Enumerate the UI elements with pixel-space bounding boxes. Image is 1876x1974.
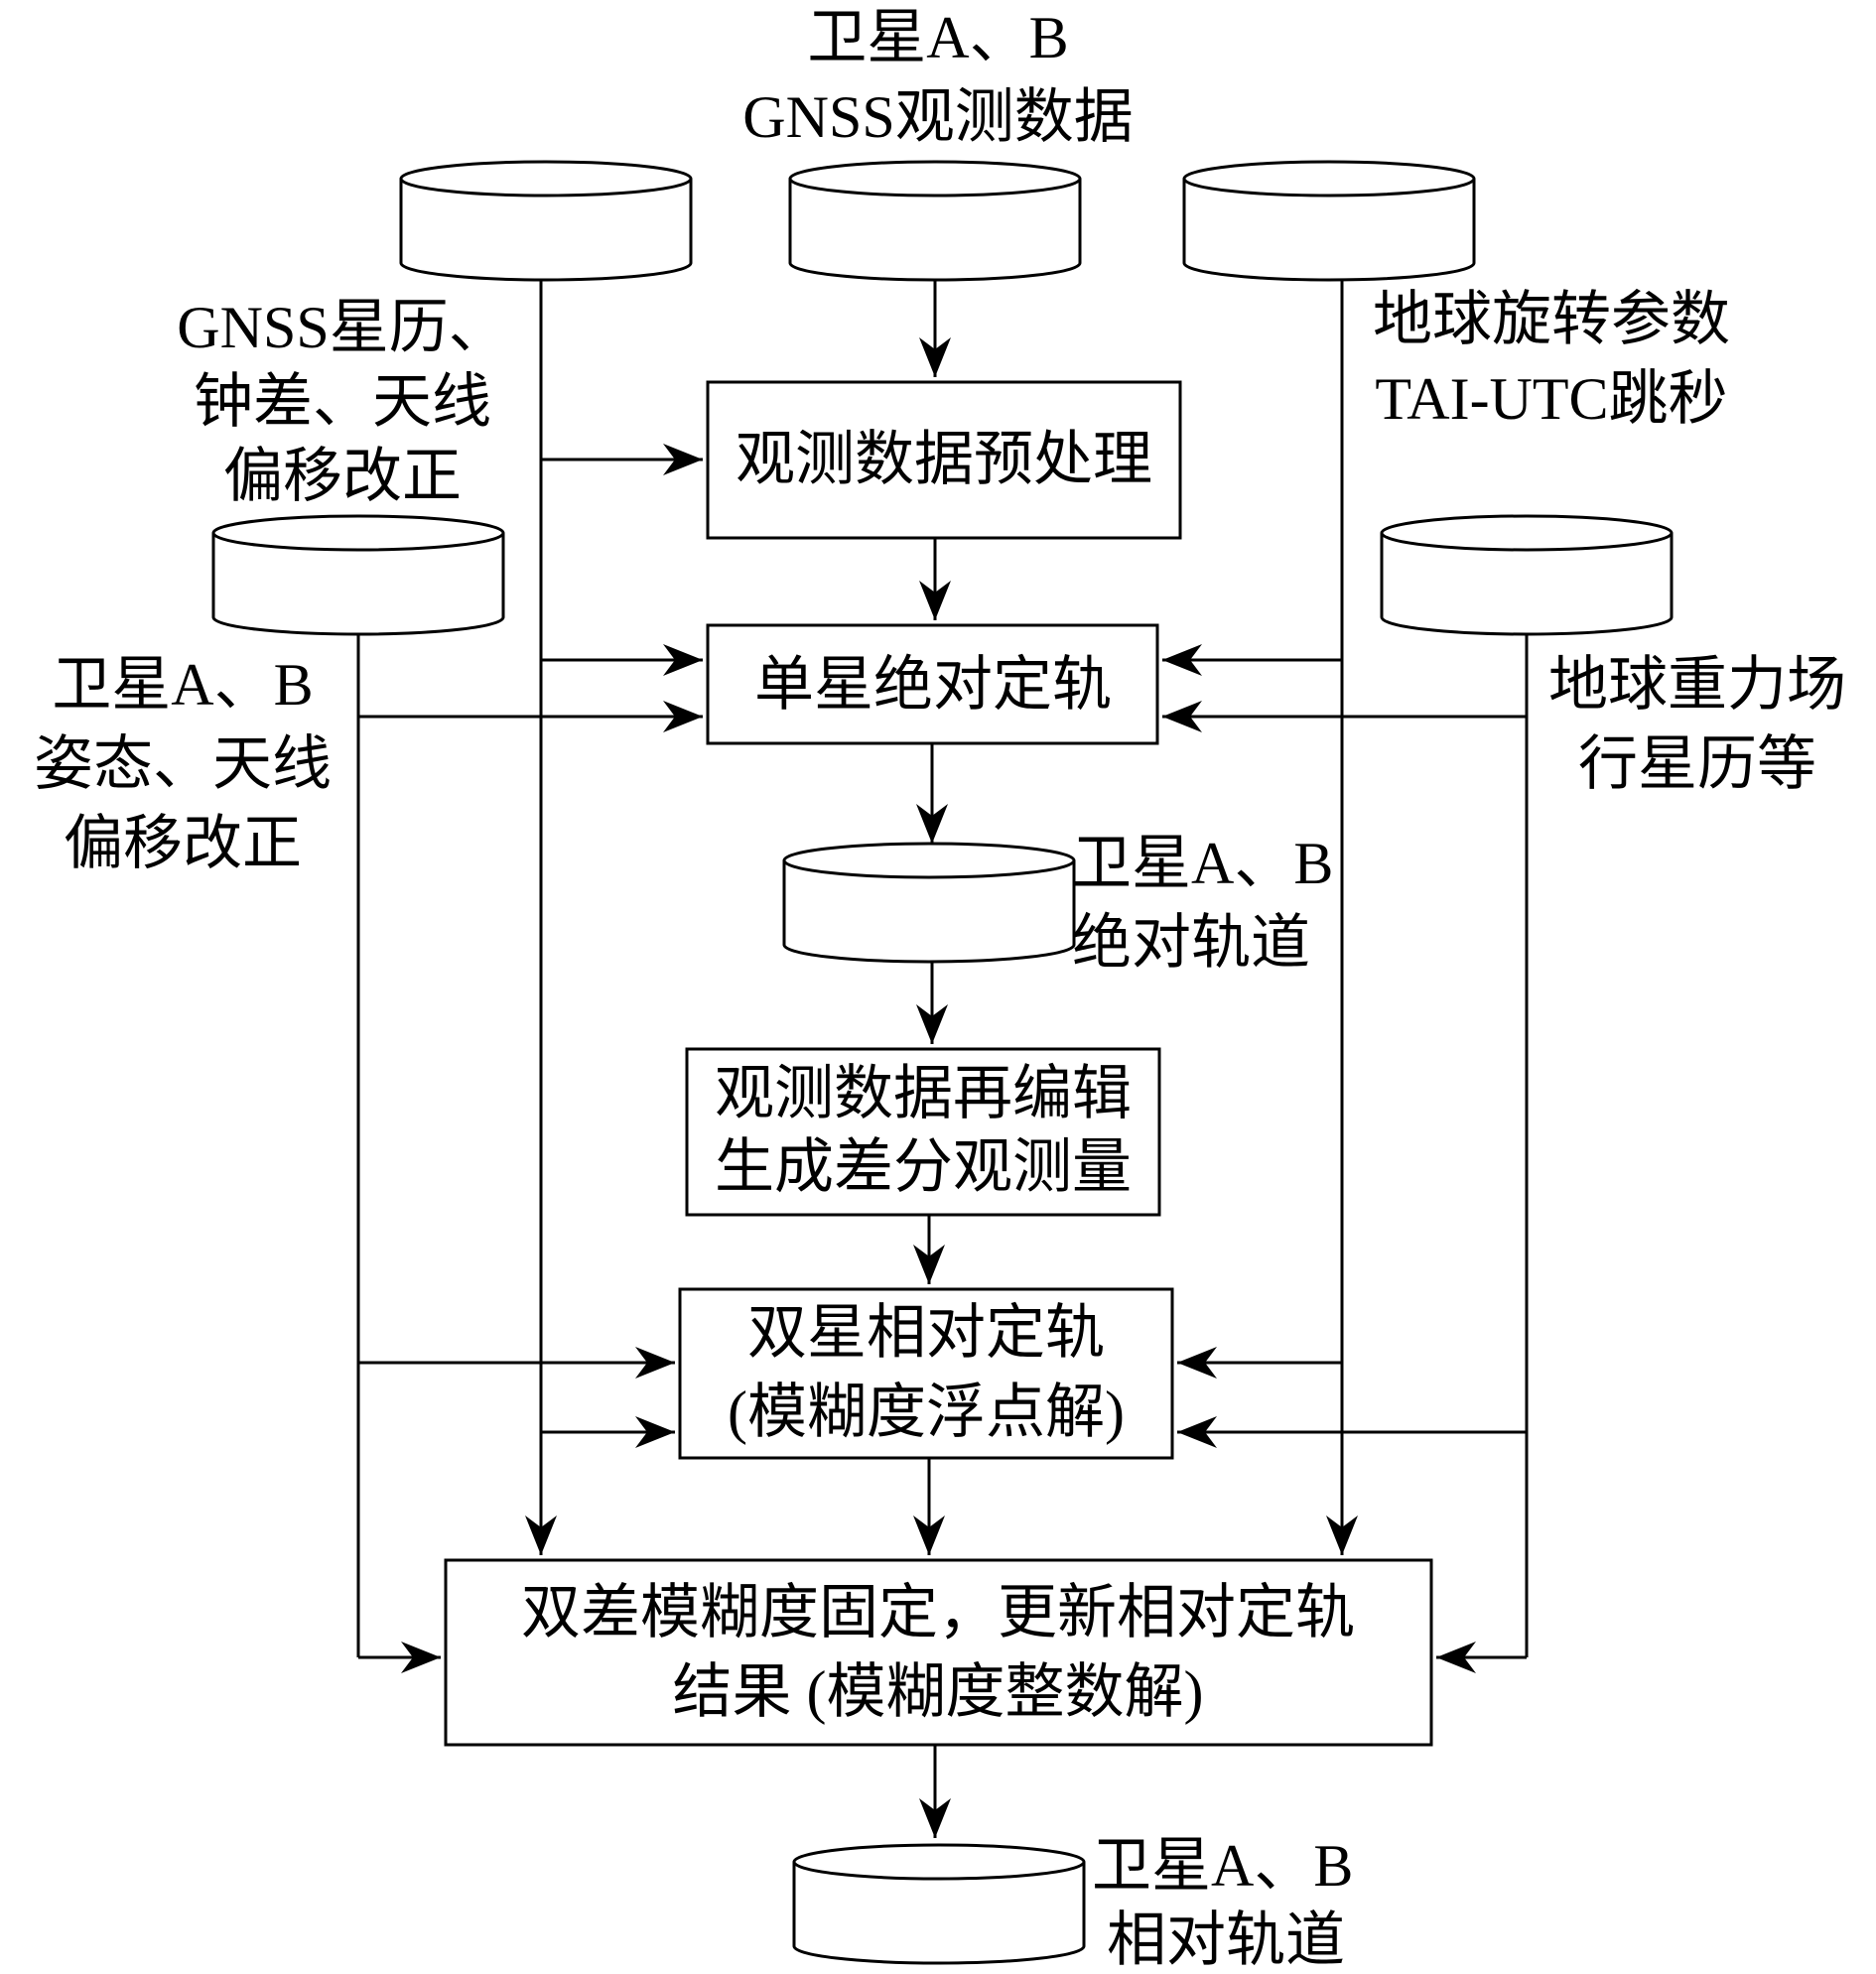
label-attitude-line3: 偏移改正 — [64, 811, 302, 876]
box-preprocess-text: 观测数据预处理 — [736, 427, 1152, 492]
db-gnss-observations — [788, 160, 1082, 282]
label-earth-rot-line1: 地球旋转参数 — [1373, 287, 1730, 352]
box-reedit-text-line2: 生成差分观测量 — [715, 1134, 1132, 1200]
box-ambiguity-fixed — [444, 1558, 1433, 1747]
db-attitude — [211, 514, 505, 636]
connector-lines — [356, 280, 1529, 1838]
box-ambiguity-fixed-text-line1: 双差模糊度固定，更新相对定轨 — [521, 1580, 1355, 1645]
db-earth-rotation — [1182, 160, 1476, 282]
box-dual-relative — [678, 1287, 1174, 1460]
box-reedit-text-line1: 观测数据再编辑 — [715, 1061, 1132, 1126]
label-attitude-line2: 姿态、天线 — [34, 731, 332, 797]
label-gnss-obs-line1: 卫星A、B — [807, 5, 1068, 70]
label-gnss-eph-line1: GNSS星历、 — [177, 295, 507, 360]
box-dual-relative-text-line1: 双星相对定轨 — [747, 1300, 1105, 1366]
box-preprocess — [706, 380, 1182, 540]
label-abs-orbit-line2: 绝对轨道 — [1072, 910, 1310, 976]
db-gnss-ephemeris — [399, 160, 693, 282]
db-gravity-field — [1380, 514, 1674, 636]
box-ambiguity-fixed-text-line2: 结果 (模糊度整数解) — [673, 1659, 1204, 1725]
label-abs-orbit-line1: 卫星A、B — [1072, 831, 1333, 896]
box-single-pod-text: 单星绝对定轨 — [754, 652, 1112, 718]
box-reedit — [685, 1047, 1161, 1217]
label-gravity-line2: 行星历等 — [1578, 731, 1816, 797]
label-earth-rot-line2: TAI-UTC跳秒 — [1375, 366, 1727, 432]
box-single-pod — [706, 623, 1159, 745]
label-rel-orbit-line1: 卫星A、B — [1092, 1833, 1353, 1899]
label-gnss-eph-line2: 钟差、天线 — [194, 369, 491, 435]
label-gnss-obs-line2: GNSS观测数据 — [742, 84, 1133, 150]
label-rel-orbit-line2: 相对轨道 — [1107, 1908, 1345, 1973]
label-gnss-eph-line3: 偏移改正 — [223, 444, 462, 509]
label-attitude-line1: 卫星A、B — [52, 652, 313, 718]
db-relative-orbit — [792, 1843, 1086, 1965]
db-absolute-orbit — [782, 842, 1076, 964]
label-gravity-line1: 地球重力场 — [1548, 652, 1846, 718]
box-dual-relative-text-line2: (模糊度浮点解) — [728, 1380, 1125, 1445]
